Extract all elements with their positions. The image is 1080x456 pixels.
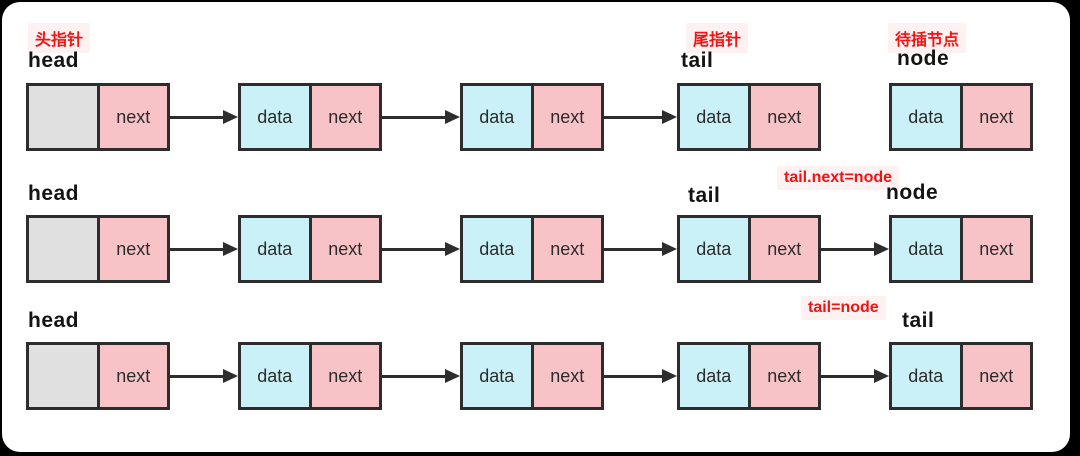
data-text: data — [257, 238, 293, 259]
next-text: next — [767, 238, 802, 259]
next-text: next — [979, 106, 1014, 127]
data-cell: data — [463, 345, 534, 407]
data-cell: data — [680, 218, 751, 280]
head-node-row2: next — [26, 215, 170, 283]
list-node-row1-2: data next — [460, 83, 604, 151]
next-cell: next — [533, 345, 601, 407]
next-cell: next — [962, 86, 1030, 148]
data-cell: data — [892, 218, 963, 280]
data-text: data — [696, 365, 732, 386]
arrow-icon — [382, 110, 460, 124]
next-text: next — [116, 106, 151, 127]
list-node-row1-1: data next — [238, 83, 382, 151]
label-node-row1: node — [897, 47, 950, 70]
next-cell: next — [962, 345, 1030, 407]
data-text: data — [479, 106, 515, 127]
tail-node-row3: data next — [889, 342, 1033, 410]
next-text: next — [979, 238, 1014, 259]
data-text: data — [696, 106, 732, 127]
tail-node-row1: data next — [677, 83, 821, 151]
arrow-icon — [382, 369, 460, 383]
annotation-head-pointer: 头指针 — [28, 23, 91, 53]
list-node-row3-3: data next — [677, 342, 821, 410]
next-text: next — [328, 238, 363, 259]
data-cell: data — [892, 345, 963, 407]
list-node-row3-1: data next — [238, 342, 382, 410]
annotation-step-move: tail=node — [801, 296, 886, 320]
next-text: next — [767, 365, 802, 386]
list-node-row3-2: data next — [460, 342, 604, 410]
label-tail-row3: tail — [902, 309, 935, 332]
data-text: data — [908, 365, 944, 386]
annotation-step-link: tail.next=node — [777, 166, 900, 190]
empty-cell — [29, 218, 100, 280]
data-text: data — [257, 106, 293, 127]
data-cell: data — [892, 86, 963, 148]
next-cell: next — [962, 218, 1030, 280]
next-cell: next — [99, 86, 167, 148]
next-text: next — [550, 365, 585, 386]
next-text: next — [328, 106, 363, 127]
label-node-row2: node — [886, 181, 939, 204]
next-cell: next — [750, 218, 818, 280]
next-cell: next — [99, 218, 167, 280]
data-cell: data — [241, 345, 312, 407]
list-node-row2-2: data next — [460, 215, 604, 283]
next-text: next — [979, 365, 1014, 386]
new-node-row2: data next — [889, 215, 1033, 283]
next-cell: next — [311, 345, 379, 407]
annotation-pending-node: 待插节点 — [888, 23, 967, 53]
next-text: next — [116, 238, 151, 259]
data-text: data — [257, 365, 293, 386]
next-cell: next — [311, 218, 379, 280]
label-tail-row2: tail — [688, 184, 721, 207]
next-text: next — [550, 238, 585, 259]
data-text: data — [908, 238, 944, 259]
next-cell: next — [533, 218, 601, 280]
arrow-icon — [170, 110, 238, 124]
arrow-icon — [170, 242, 238, 256]
head-node-row1: next — [26, 83, 170, 151]
data-text: data — [479, 365, 515, 386]
next-cell: next — [311, 86, 379, 148]
next-cell: next — [533, 86, 601, 148]
arrow-icon — [604, 369, 677, 383]
label-head-row3: head — [28, 309, 80, 332]
next-text: next — [550, 106, 585, 127]
tail-node-row2: data next — [677, 215, 821, 283]
empty-cell — [29, 86, 100, 148]
arrow-icon — [821, 242, 889, 256]
next-cell: next — [750, 345, 818, 407]
data-cell: data — [680, 345, 751, 407]
new-node-row1: data next — [889, 83, 1033, 151]
annotation-tail-pointer: 尾指针 — [686, 23, 749, 53]
arrow-icon — [604, 242, 677, 256]
list-node-row2-1: data next — [238, 215, 382, 283]
data-text: data — [696, 238, 732, 259]
data-text: data — [479, 238, 515, 259]
arrow-icon — [382, 242, 460, 256]
empty-cell — [29, 345, 100, 407]
head-node-row3: next — [26, 342, 170, 410]
data-cell: data — [463, 218, 534, 280]
next-cell: next — [750, 86, 818, 148]
data-cell: data — [680, 86, 751, 148]
next-text: next — [328, 365, 363, 386]
next-cell: next — [99, 345, 167, 407]
next-text: next — [116, 365, 151, 386]
arrow-icon — [604, 110, 677, 124]
data-cell: data — [241, 86, 312, 148]
label-tail-row1: tail — [681, 49, 714, 72]
data-cell: data — [241, 218, 312, 280]
data-cell: data — [463, 86, 534, 148]
label-head-row1: head — [28, 49, 80, 72]
data-text: data — [908, 106, 944, 127]
arrow-icon — [821, 369, 889, 383]
next-text: next — [767, 106, 802, 127]
arrow-icon — [170, 369, 238, 383]
label-head-row2: head — [28, 182, 80, 205]
